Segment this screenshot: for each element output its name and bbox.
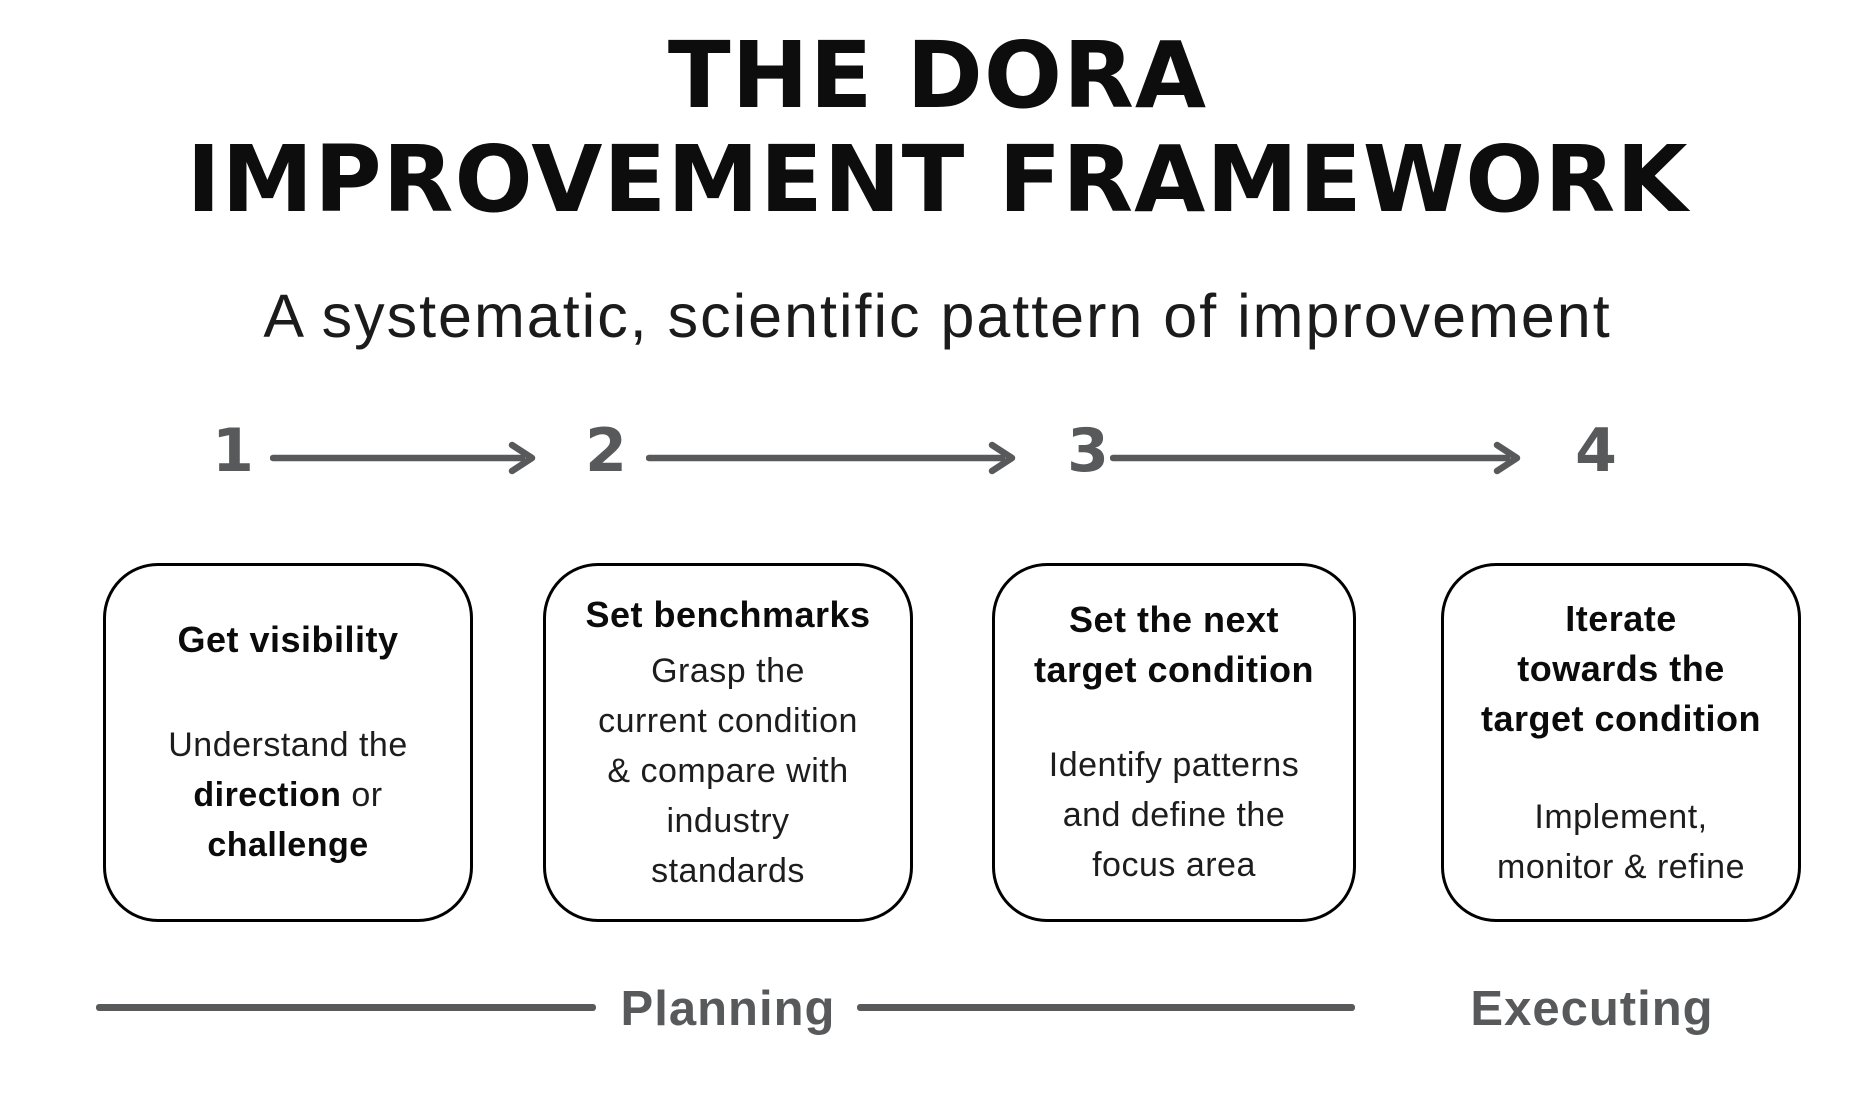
- step-body: Implement,monitor & refine: [1497, 797, 1745, 886]
- step-number-3: 3: [1067, 416, 1109, 486]
- arrow-right-icon: [270, 441, 536, 475]
- step-number-4: 4: [1575, 416, 1617, 486]
- planning-label: Planning: [620, 982, 836, 1036]
- page-title: THE DORA IMPROVEMENT FRAMEWORK: [0, 24, 1875, 232]
- planning-line-left: [96, 1004, 596, 1011]
- page-title-line-2: IMPROVEMENT FRAMEWORK: [186, 126, 1689, 233]
- page-title-line-1: THE DORA: [667, 22, 1208, 129]
- step-heading: Get visibility: [177, 619, 399, 660]
- executing-label: Executing: [1470, 982, 1714, 1036]
- planning-line-right: [857, 1004, 1355, 1011]
- step-number-2: 2: [585, 416, 627, 486]
- subtitle: A systematic, scientific pattern of impr…: [263, 282, 1612, 350]
- step-number-1: 1: [212, 416, 254, 486]
- arrow-right-icon: [1110, 441, 1521, 475]
- step-heading: Set benchmarks: [585, 593, 871, 635]
- arrow-right-icon: [646, 441, 1016, 475]
